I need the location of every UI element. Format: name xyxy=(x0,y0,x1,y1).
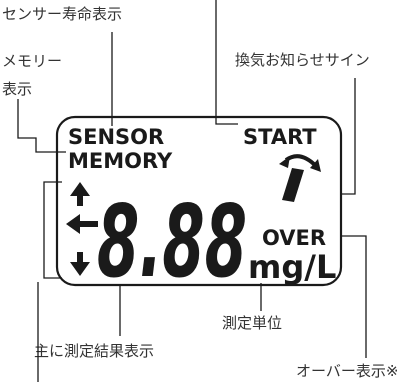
main-result-caption: 主に測定結果表示 xyxy=(34,342,155,360)
arrow-down-icon xyxy=(70,252,90,276)
leader-memory xyxy=(17,99,66,153)
leader-lines xyxy=(17,0,367,382)
lcd-memory-label: MEMORY xyxy=(68,149,173,173)
lcd-digits: 8.88 xyxy=(97,183,247,300)
memory-caption-line1: メモリー xyxy=(2,52,63,70)
lcd-unit-label: mg/L xyxy=(248,248,336,286)
ventilation-tube-icon xyxy=(282,168,304,202)
curved-arrow-icon xyxy=(284,154,318,168)
leader-arrows xyxy=(43,181,62,279)
unit-caption: 測定単位 xyxy=(222,314,283,332)
memory-caption-line2: 表示 xyxy=(2,80,33,98)
curved-arrow-head-left xyxy=(279,156,290,168)
leader-ventilation xyxy=(342,78,356,195)
lcd-frame xyxy=(55,115,343,287)
lcd-sensor-label: SENSOR xyxy=(68,125,164,149)
arrow-up-icon xyxy=(70,182,90,206)
curved-arrow-head-right xyxy=(310,159,321,172)
leader-start xyxy=(215,0,238,125)
lcd-over-label: OVER xyxy=(262,226,326,250)
leader-over xyxy=(340,235,367,358)
over-caption: オーバー表示※ xyxy=(296,362,399,380)
sensor-life-caption: センサー寿命表示 xyxy=(2,5,123,23)
lcd-start-label: START xyxy=(243,125,317,149)
ventilation-caption: 換気お知らせサイン xyxy=(235,51,370,69)
arrow-left-icon xyxy=(66,214,98,234)
